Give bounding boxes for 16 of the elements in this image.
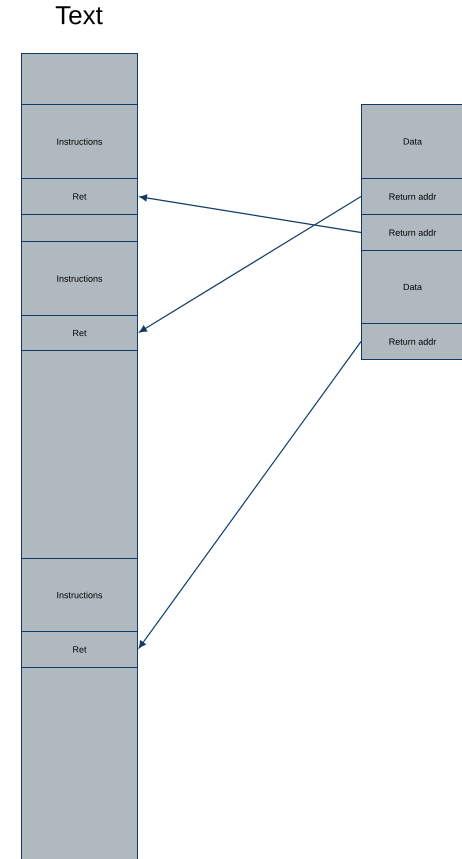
memory-cell: Return addr [361,323,462,360]
memory-cell: Ret [21,315,138,351]
arrow [139,194,362,234]
title: Text [56,6,103,24]
memory-cell: Ret [21,178,138,215]
memory-cell [21,53,138,105]
arrow [139,196,362,332]
node-label: Data [404,138,422,145]
node-label: Data [404,284,422,290]
memory-cell: Ret [21,631,138,668]
node-label: Return addr [389,193,436,200]
memory-cell: Return addr [361,214,462,251]
node-label: Return addr [389,229,436,236]
memory-cell [21,214,138,242]
arrow [138,341,362,648]
memory-cell: Return addr [361,178,462,215]
